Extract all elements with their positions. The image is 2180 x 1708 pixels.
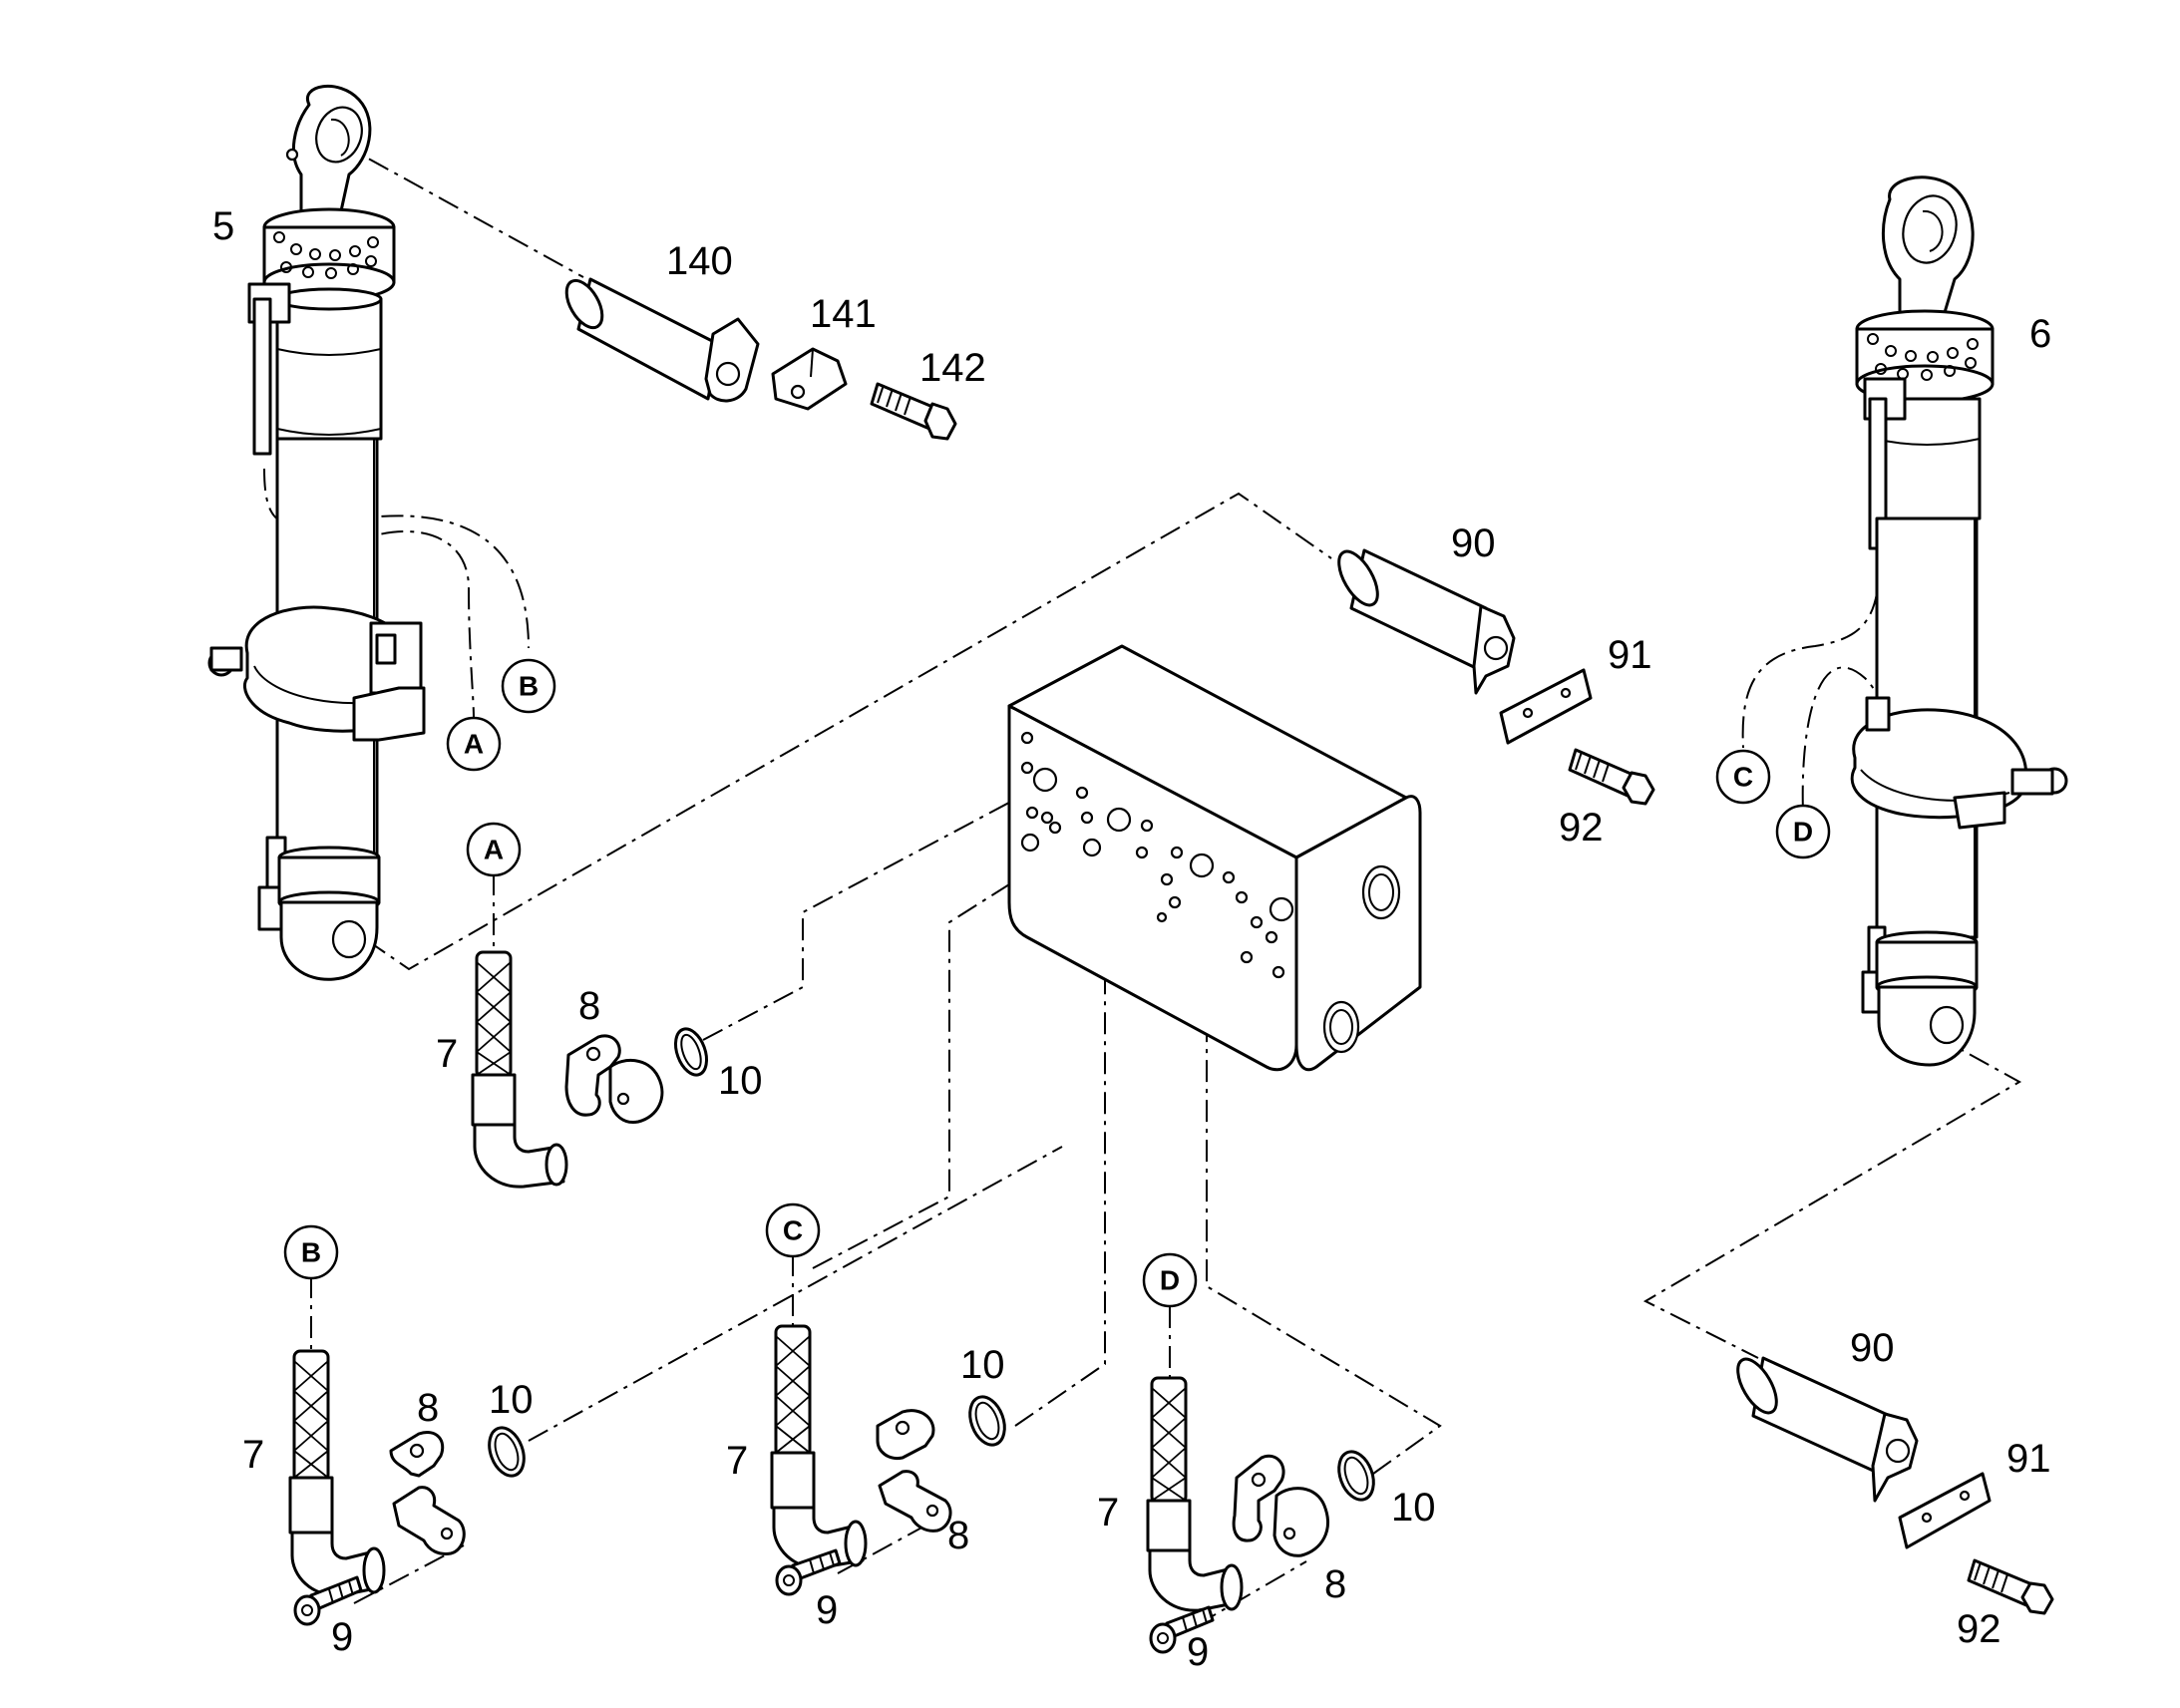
pin-90-middle [1337,548,1516,695]
label-oring-10-a: 10 [718,1059,763,1103]
hose-assembly-c [770,1324,868,1569]
label-flange-8-b: 8 [417,1386,439,1430]
screw-9-d [1149,1605,1215,1654]
label-pin-140: 140 [666,239,733,283]
label-oring-10-b: 10 [489,1378,534,1422]
connection-tag-b-hose: B [283,1224,339,1280]
screw-9-c [775,1548,842,1596]
connection-tag-d-hose: D [1142,1252,1198,1308]
hose-assembly-a [471,950,568,1189]
plate-91-bottom [1898,1472,1992,1549]
screw-9-b [293,1575,363,1626]
label-hose-7-a: 7 [436,1032,458,1076]
label-cyl-left: 5 [212,204,234,248]
svg-text:A: A [464,729,484,760]
svg-text:D: D [1793,817,1813,848]
bolt-92-middle [1568,748,1655,806]
svg-text:C: C [1733,762,1753,793]
flange-8-b [389,1431,466,1555]
label-bolt-142: 142 [919,346,986,390]
flange-8-a [564,1034,664,1125]
oring-10-d [1337,1450,1375,1502]
connection-tag-c-cylinder: C [1715,749,1771,805]
connection-tag-b-cylinder: B [501,658,556,714]
oring-10-b [488,1426,526,1478]
hose-assembly-b [288,1349,386,1597]
label-oring-10-c: 10 [960,1343,1005,1387]
label-flange-8-c: 8 [947,1514,969,1557]
label-pin-90-bottom: 90 [1850,1326,1895,1370]
svg-text:B: B [519,671,539,702]
hose-assembly-d [1146,1376,1244,1612]
pin-140 [564,277,760,403]
valve-block [1007,644,1422,1072]
label-plate-91-bottom: 91 [2006,1437,2051,1481]
label-flange-8-a: 8 [578,984,600,1028]
label-oring-10-d: 10 [1391,1486,1436,1530]
label-hose-7-d: 7 [1097,1491,1119,1535]
hydraulic-cylinder-right [1850,175,2068,1067]
label-cyl-right: 6 [2029,312,2051,356]
connection-tag-a-hose: A [466,822,522,877]
oring-10-a [673,1027,709,1077]
hydraulic-cylinder-left [207,84,426,981]
label-bolt-92-bottom: 92 [1957,1607,2001,1651]
svg-text:C: C [783,1215,803,1246]
clamp-141 [771,347,848,411]
connection-tag-a-cylinder: A [446,716,502,772]
label-screw-9-d: 9 [1187,1630,1209,1674]
label-clamp-141: 141 [810,292,877,336]
label-plate-91-middle: 91 [1608,633,1652,677]
flange-8-d [1232,1454,1329,1557]
part-number-labels: 5 6 140 141 142 90 91 92 90 91 92 7 8 10… [212,204,2051,1674]
label-screw-9-b: 9 [331,1615,353,1659]
label-screw-9-c: 9 [816,1588,838,1632]
svg-text:A: A [484,835,504,865]
block-port-holes [1020,731,1294,979]
label-pin-90-middle: 90 [1451,521,1496,565]
connection-tag-d-cylinder: D [1775,804,1831,859]
label-bolt-92-middle: 92 [1559,806,1604,850]
pin-90-bottom [1736,1356,1919,1503]
svg-text:D: D [1160,1265,1180,1296]
label-hose-7-b: 7 [242,1433,264,1477]
svg-text:B: B [301,1237,321,1268]
connection-tag-c-hose: C [765,1202,821,1258]
flange-8-c [876,1409,952,1533]
label-hose-7-c: 7 [726,1439,748,1483]
bolt-142 [870,382,957,441]
plate-91-middle [1499,668,1593,745]
oring-10-c [968,1395,1006,1447]
label-flange-8-d: 8 [1324,1562,1346,1606]
bolt-92-bottom [1967,1558,2054,1615]
